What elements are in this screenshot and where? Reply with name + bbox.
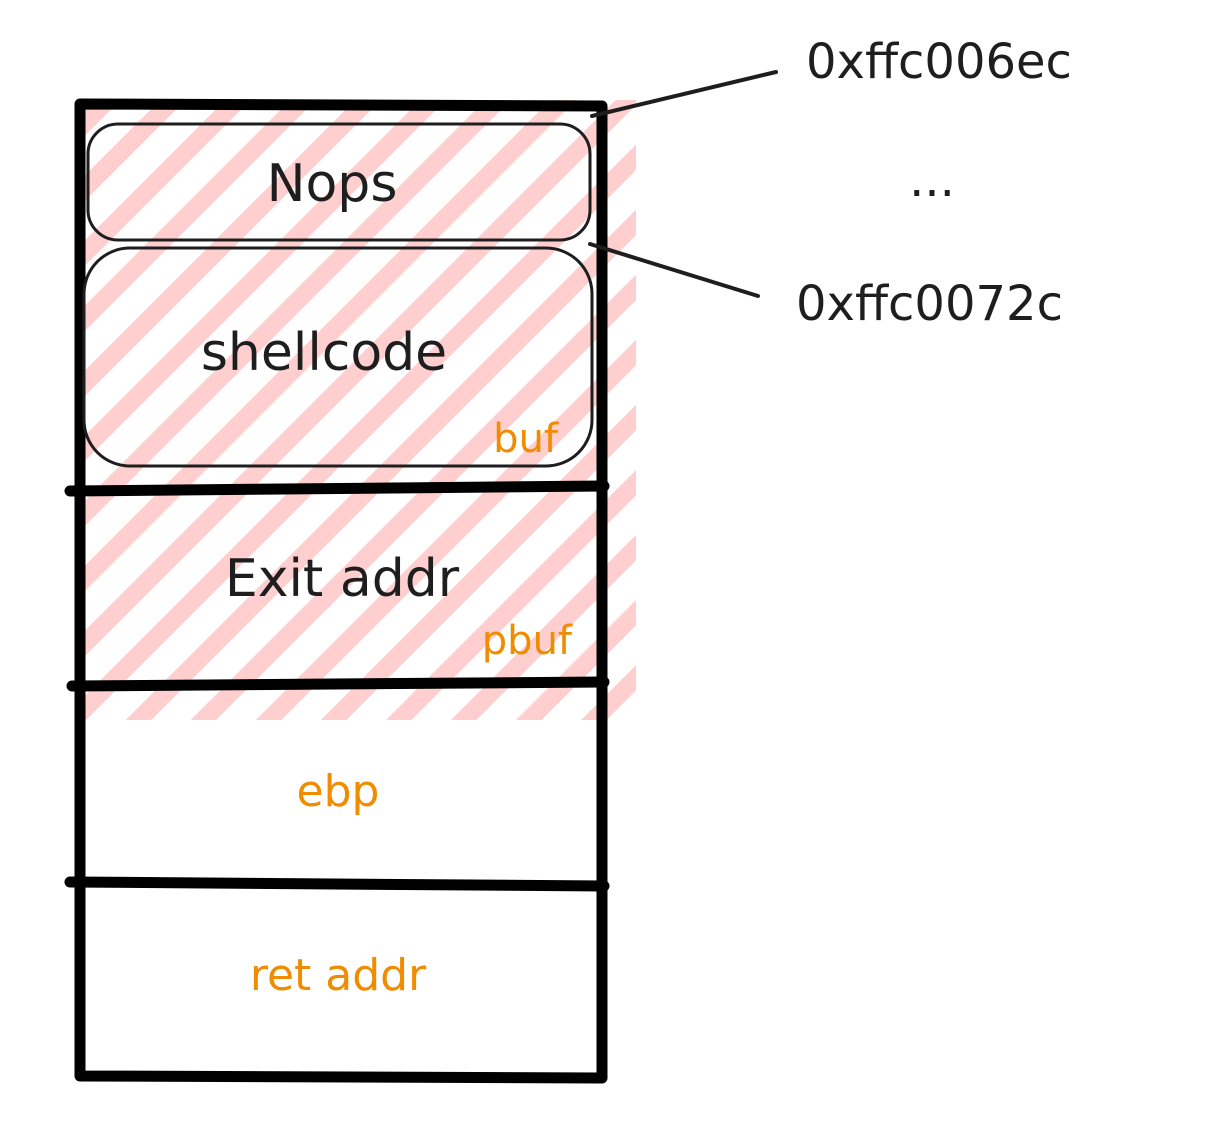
pbuf-tag: pbuf bbox=[482, 618, 573, 664]
address-top: 0xffc006ec bbox=[806, 34, 1072, 90]
nops-box bbox=[86, 122, 592, 242]
stack-frame bbox=[64, 98, 610, 1084]
ret-addr-label: ret addr bbox=[250, 950, 427, 1001]
address-pointer-top bbox=[590, 70, 778, 118]
exit-addr-label: Exit addr bbox=[225, 549, 460, 609]
address-ellipsis: ... bbox=[909, 152, 955, 208]
shellcode-label: shellcode bbox=[201, 323, 447, 383]
overflow-hatch bbox=[80, 100, 636, 720]
ebp-label: ebp bbox=[297, 766, 380, 817]
nops-label: Nops bbox=[267, 154, 398, 214]
address-bottom: 0xffc0072c bbox=[796, 276, 1063, 332]
address-pointer-bottom bbox=[588, 242, 760, 298]
shellcode-box bbox=[82, 246, 594, 468]
buf-tag: buf bbox=[493, 416, 559, 462]
